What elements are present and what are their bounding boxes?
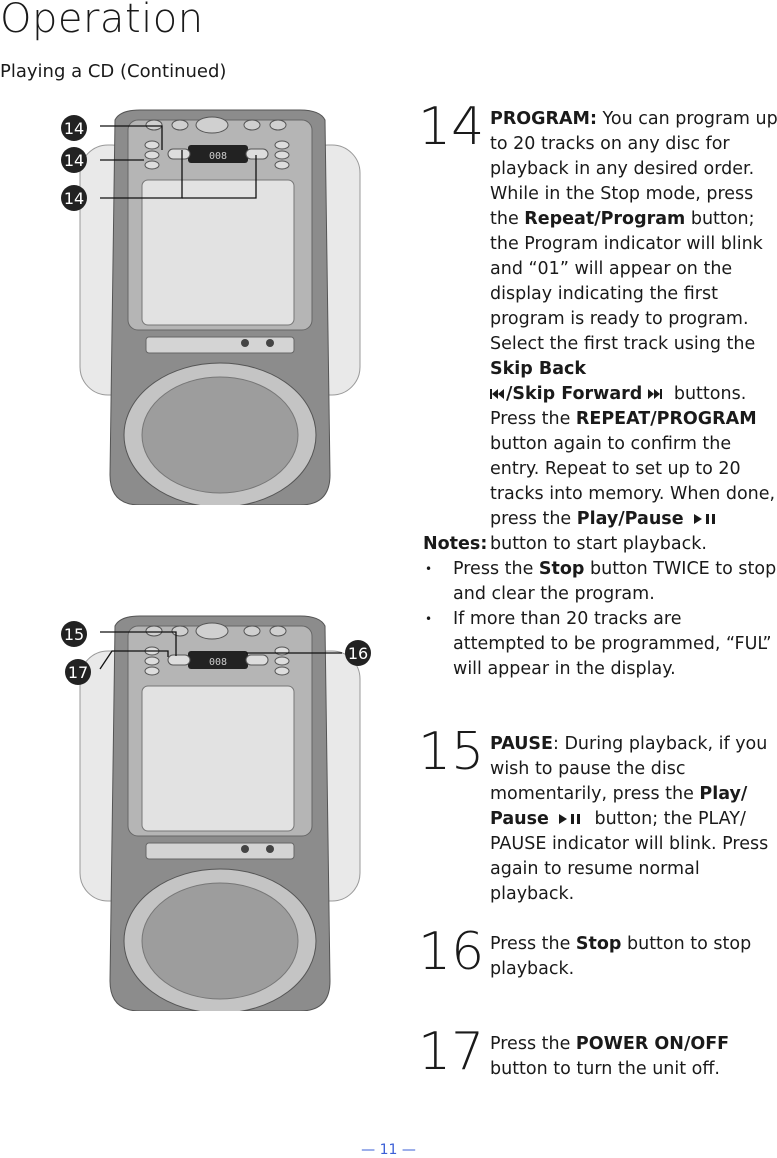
step-text-part: Press the (490, 1034, 576, 1054)
notes-list: Press the Stop button TWICE to stop and … (423, 557, 777, 682)
note-text: Press the (453, 559, 539, 579)
play-pause-icon (693, 514, 715, 524)
notes-heading: Notes: (423, 534, 488, 554)
step-number: 14 (418, 97, 485, 157)
callout-14-b: 14 (64, 151, 84, 170)
power-on-off-term: POWER ON/OFF (575, 1034, 730, 1054)
play-pause-term: Play/Pause (576, 509, 684, 529)
step-text: PROGRAM: You can program up to 20 tracks… (490, 107, 777, 557)
stop-term: Stop (575, 934, 622, 954)
callout-14-a: 14 (64, 119, 84, 138)
step-text-part: buttons. Press the (490, 384, 747, 429)
section-subtitle: Playing a CD (Continued) (0, 61, 227, 82)
repeat-program-term: REPEAT/PROGRAM (575, 409, 757, 429)
program-label: PROGRAM: (490, 109, 597, 129)
step-text: PAUSE: During playback, if you wish to p… (490, 732, 777, 907)
display-readout: 008 (209, 657, 227, 668)
step-text-part: Press the (490, 934, 576, 954)
step-number: 17 (418, 1022, 485, 1082)
skip-back-icon (490, 389, 504, 399)
step-number: 15 (418, 722, 485, 782)
pause-label: PAUSE (490, 734, 553, 754)
callout-17: 17 (68, 663, 88, 682)
page-title: Operation (0, 0, 204, 42)
karaoke-machine-illustration: 008 15 17 16 (61, 615, 371, 1011)
play-pause-icon (558, 814, 580, 824)
page-number: — 11 — (361, 1142, 416, 1158)
play-pause-term: Play/ Pause (490, 784, 748, 829)
stop-term: Stop (538, 559, 585, 579)
repeat-program-term: Repeat/Program (524, 209, 686, 229)
step-text-part: button; the PLAY/ PAUSE indicator will b… (490, 809, 769, 904)
note-item: Press the Stop button TWICE to stop and … (423, 557, 777, 607)
step-text: Press the POWER ON/OFF button to turn th… (490, 1032, 777, 1082)
step-text-part: button to stop playback. (490, 934, 752, 979)
step-text: Press the Stop button to stop playback. (490, 932, 777, 982)
skip-forward-icon (648, 389, 663, 399)
callout-14-c: 14 (64, 189, 84, 208)
step-text-part: You can program up to 20 tracks on any d… (490, 109, 777, 229)
callout-16: 16 (348, 644, 368, 663)
callout-15: 15 (64, 625, 84, 644)
karaoke-machine-figure-bottom: 008 15 17 16 (60, 611, 380, 1011)
step-text-part: button to start playback. (490, 534, 707, 554)
notes-section: Notes: Press the Stop button TWICE to st… (423, 532, 777, 682)
step-text-part: button to turn the unit off. (490, 1059, 720, 1079)
karaoke-machine-figure-top: 008 14 14 14 (60, 105, 380, 505)
note-text: If more than 20 tracks are attempted to … (453, 609, 772, 679)
step-number: 16 (418, 922, 485, 982)
skip-back-term: Skip Back (490, 359, 587, 379)
note-text: button TWICE to stop and clear the progr… (453, 559, 777, 604)
skip-forward-term: /Skip Forward (506, 384, 643, 404)
step-text-part: button again to confirm the entry. Repea… (490, 434, 776, 529)
karaoke-machine-illustration: 008 14 14 14 (61, 109, 361, 505)
display-readout: 008 (209, 151, 227, 162)
step-text-part: button; the Program indicator will blink… (490, 209, 763, 354)
note-item: If more than 20 tracks are attempted to … (423, 607, 777, 682)
step-text-part: : During playback, if you wish to pause … (490, 734, 768, 804)
